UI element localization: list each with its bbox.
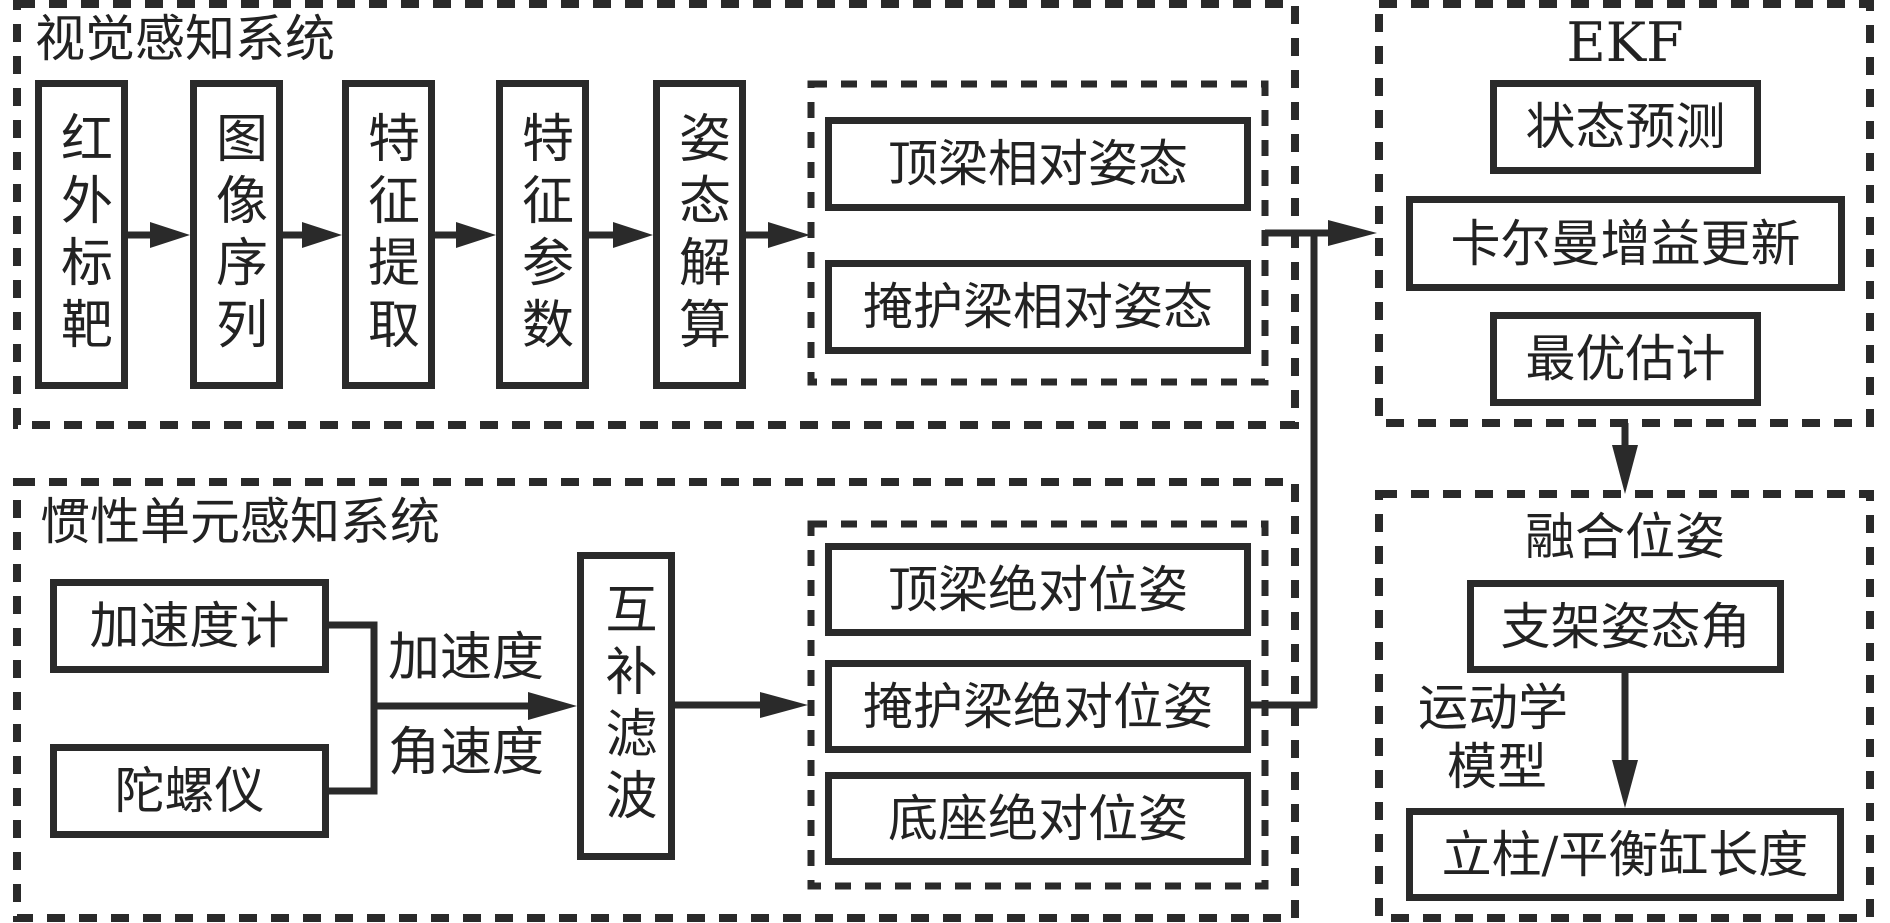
arrow-icon <box>302 222 342 248</box>
output-top-beam-absolute-pose: 顶梁绝对位姿 <box>825 543 1251 636</box>
pipeline-box-infrared-target: 红外标靶 <box>35 80 128 389</box>
complementary-filter-box: 互补滤波 <box>577 552 675 860</box>
ekf-to-fusion-arrow <box>1612 423 1638 494</box>
visual-system-title: 视觉感知系统 <box>35 10 335 68</box>
pipeline-box-feature-parameters: 特征参数 <box>496 80 589 389</box>
signal-label-angular-velocity: 角速度 <box>388 723 545 783</box>
inertial-system-title: 惯性单元感知系统 <box>40 493 440 551</box>
attitude-to-result-arrow <box>1612 672 1638 808</box>
arrow-down-icon <box>1612 760 1638 808</box>
ekf-step-optimal-estimation: 最优估计 <box>1490 312 1761 406</box>
visual-pipeline-arrows <box>127 222 810 248</box>
arrow-icon <box>1328 220 1377 246</box>
sensor-box-accelerometer: 加速度计 <box>50 579 329 673</box>
arrow-icon <box>150 222 190 248</box>
sensor-box-gyroscope: 陀螺仪 <box>50 744 329 838</box>
kinematic-model-label-line1: 运动学 <box>1418 679 1568 737</box>
ekf-title: EKF <box>1566 11 1684 74</box>
fusion-title: 融合位姿 <box>1525 508 1725 566</box>
arrow-down-icon <box>1612 445 1638 494</box>
inertial-system-group <box>13 478 1299 922</box>
output-base-absolute-pose: 底座绝对位姿 <box>825 772 1251 865</box>
pipeline-box-attitude-solving: 姿态解算 <box>653 80 746 389</box>
filter-to-outputs-arrow <box>675 692 808 718</box>
fusion-group <box>1375 490 1874 922</box>
output-top-beam-relative-attitude: 顶梁相对姿态 <box>825 117 1251 211</box>
signal-label-acceleration: 加速度 <box>388 628 545 688</box>
fusion-result-cylinder-length-box: 立柱/平衡缸长度 <box>1406 808 1844 901</box>
arrow-icon <box>760 692 808 718</box>
arrow-icon <box>613 222 653 248</box>
ekf-step-kalman-gain-update: 卡尔曼增益更新 <box>1406 196 1845 291</box>
arrow-icon <box>768 222 810 248</box>
arrow-icon <box>528 692 577 720</box>
fusion-attitude-angle-box: 支架姿态角 <box>1467 580 1784 673</box>
pipeline-box-image-sequence: 图像序列 <box>190 80 283 389</box>
arrow-icon <box>456 222 496 248</box>
ekf-step-state-prediction: 状态预测 <box>1490 80 1761 174</box>
visual-system-group <box>13 0 1299 429</box>
visual-to-ekf-connector <box>1250 220 1377 709</box>
pipeline-box-feature-extraction: 特征提取 <box>342 80 435 389</box>
output-shield-beam-relative-attitude: 掩护梁相对姿态 <box>825 260 1251 354</box>
sensor-connectors <box>328 621 577 795</box>
output-shield-beam-absolute-pose: 掩护梁绝对位姿 <box>825 660 1251 753</box>
kinematic-model-label-line2: 模型 <box>1447 738 1547 796</box>
